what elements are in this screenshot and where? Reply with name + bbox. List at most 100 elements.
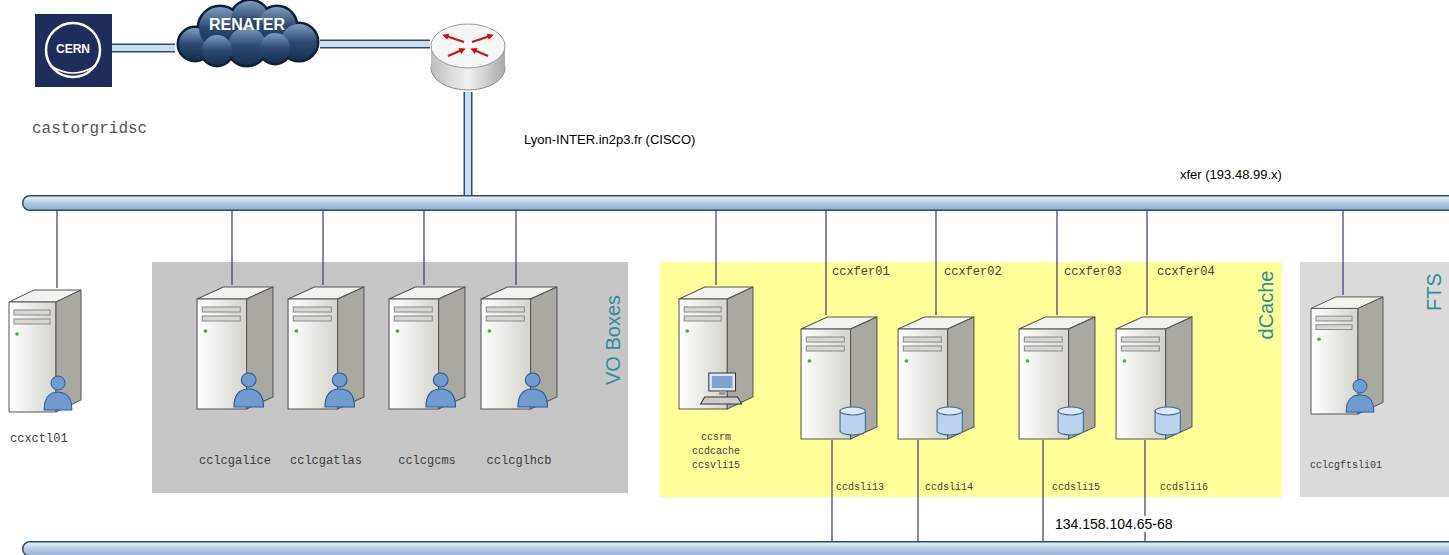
router-icon <box>430 16 506 92</box>
user-symbol <box>44 392 72 410</box>
group-panel: VO Boxescclcgalicecclcgatlascclcgcmscclc… <box>152 262 628 493</box>
network-link <box>1043 440 1044 541</box>
network-link <box>232 211 233 285</box>
host-name: ccxctl01 <box>10 433 68 447</box>
host-name: ccsrm <box>701 432 731 444</box>
network-address: 134.158.104.65-68 <box>1053 516 1175 532</box>
pipe-core <box>112 45 175 51</box>
link-line <box>715 211 716 285</box>
pipe-outline <box>464 92 473 195</box>
pipe-outline <box>112 44 175 53</box>
server-icon <box>678 285 754 410</box>
computer-stand <box>719 391 725 395</box>
host-name: ccdsli15 <box>1052 482 1100 494</box>
cloud-outline <box>178 0 318 66</box>
drive-bay <box>14 310 50 315</box>
server-icon <box>388 285 466 410</box>
host-name: cclcgatlas <box>290 455 362 469</box>
group-title: FTS <box>1423 273 1446 311</box>
host-name: ccxfer02 <box>944 266 1002 280</box>
router-arrow-head <box>487 34 494 40</box>
disk-symbol <box>1058 407 1083 415</box>
group-panel: dCacheccsrmccdcacheccsvli15ccxfer01ccdsl… <box>660 262 1282 497</box>
user-symbol <box>426 389 456 407</box>
bus-pipe <box>23 542 1449 555</box>
network-cloud: RENATER <box>175 0 320 68</box>
link-line <box>423 211 424 285</box>
network-link <box>1057 211 1058 315</box>
drive-bay <box>486 316 524 321</box>
user-symbol <box>1346 395 1374 412</box>
user-symbol <box>1353 379 1367 392</box>
network-bus: xfer (193.48.99.x) <box>22 195 1449 211</box>
drive-bay <box>1316 325 1352 330</box>
host-name: ccsvli15 <box>692 460 740 472</box>
drive-bay <box>293 316 331 321</box>
drive-bay <box>293 307 331 312</box>
group-title: dCache <box>1255 271 1278 340</box>
bus-pipe <box>23 196 1449 211</box>
computer-keyboard <box>701 397 742 404</box>
group-title: VO Boxes <box>602 295 625 385</box>
pipe-core <box>465 92 471 195</box>
computer-symbol <box>709 373 736 391</box>
network-link <box>516 211 517 285</box>
user-symbol <box>234 389 264 407</box>
pipe-core <box>320 41 430 47</box>
logo-arc <box>51 66 95 73</box>
status-led <box>396 329 400 333</box>
router: Lyon-INTER.in2p3.fr (CISCO) <box>430 16 506 92</box>
drive-bay <box>1024 337 1062 342</box>
network-name: RENATER <box>209 16 285 34</box>
link-line <box>935 211 936 315</box>
user-symbol <box>51 376 65 390</box>
link-line <box>231 211 232 285</box>
server-icon <box>1018 315 1096 440</box>
server-icon <box>287 285 365 410</box>
cloud-fill <box>179 1 317 65</box>
group-panel: FTS cclcgftsli01 <box>1300 262 1449 497</box>
server-icon <box>800 315 878 440</box>
server-icon <box>480 285 558 410</box>
network-link <box>424 211 425 285</box>
server: ccsrmccdcacheccsvli15 <box>678 285 754 410</box>
host-name: cclcgalice <box>199 455 271 469</box>
server: ccxctl01 <box>8 288 82 413</box>
network-pipe <box>112 48 175 49</box>
user-symbol <box>518 389 548 407</box>
router-arrow-head <box>442 34 449 40</box>
server: cclcgalice <box>196 285 274 410</box>
link-line <box>56 211 57 288</box>
server: ccxfer02ccdsli14 <box>897 315 975 440</box>
server: ccxfer04ccdsli16 <box>1115 315 1193 440</box>
link-line <box>1342 211 1343 295</box>
panel-fill <box>660 262 1282 497</box>
router-top <box>431 24 505 68</box>
logo-ring <box>46 23 100 77</box>
cloud-icon <box>175 0 320 68</box>
link-line <box>1146 211 1147 315</box>
user-symbol <box>332 373 347 387</box>
drive-bay <box>1121 346 1159 351</box>
host-name: ccxfer04 <box>1157 266 1215 280</box>
network-pipe <box>320 44 430 45</box>
host-name: ccdsli14 <box>925 482 973 494</box>
router-arrow-head <box>459 48 466 54</box>
server: cclcglhcb <box>480 285 558 410</box>
disk-symbol <box>1155 407 1180 415</box>
link-line <box>1056 211 1057 315</box>
network-link <box>936 211 937 315</box>
drive-bay <box>1316 316 1352 321</box>
drive-bay <box>14 319 50 324</box>
drive-bay <box>1121 337 1159 342</box>
server-icon <box>897 315 975 440</box>
network-link <box>716 211 717 285</box>
drawing-part <box>260 33 290 63</box>
drive-bay <box>486 307 524 312</box>
drive-bay <box>1024 346 1062 351</box>
status-led <box>204 329 208 333</box>
router-arrow-head <box>470 48 477 54</box>
drive-bay <box>684 307 721 312</box>
server: cclcgftsli01 <box>1310 295 1384 415</box>
